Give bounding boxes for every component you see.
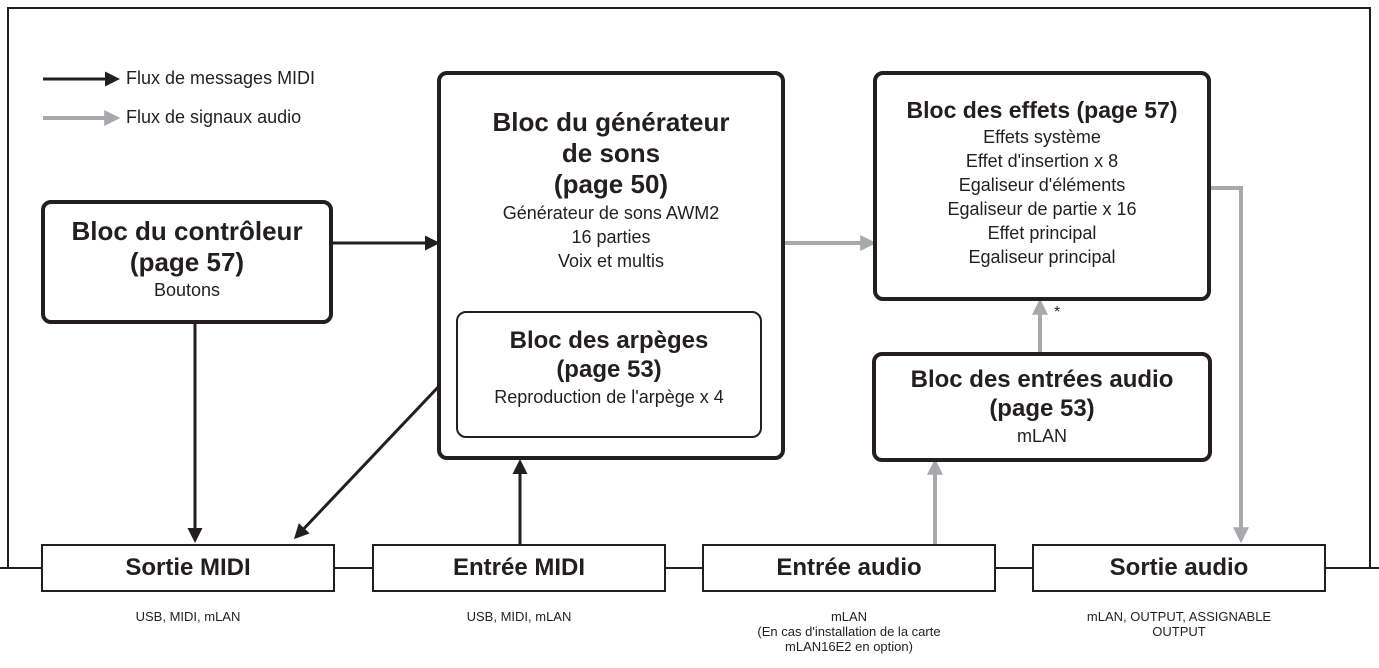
audio-in-caption: mLAN (En cas d'installation de la carte …: [757, 609, 941, 654]
tone-generator-title: Bloc du générateur: [492, 107, 730, 137]
audio-input-block-title: Bloc des entrées audio: [910, 366, 1174, 393]
audio-input-block: Bloc des entrées audio (page 53) mLAN: [872, 352, 1212, 462]
arpeggio-detail: Reproduction de l'arpège x 4: [494, 386, 724, 407]
legend-audio-label: Flux de signaux audio: [126, 107, 302, 127]
effects-detail-1: Effets système: [983, 126, 1101, 147]
audio-out-caption: mLAN, OUTPUT, ASSIGNABLE OUTPUT: [1086, 609, 1272, 639]
arrow-effects-to-audio-out: [1211, 186, 1249, 544]
midi-in-box: Entrée MIDI: [372, 544, 666, 592]
audio-input-block-detail: mLAN: [1016, 425, 1067, 446]
midi-out-box: Sortie MIDI: [41, 544, 335, 592]
arpeggio-title: Bloc des arpèges: [509, 327, 709, 354]
outer-frame: [7, 7, 1371, 568]
effects-detail-2: Effet d'insertion x 8: [965, 150, 1119, 171]
audio-in-box: Entrée audio: [702, 544, 996, 592]
tone-generator-detail-2: 16 parties: [571, 226, 651, 247]
legend-midi-label: Flux de messages MIDI: [126, 68, 316, 88]
effects-block: Bloc des effets (page 57) Effets système…: [873, 71, 1211, 301]
effects-detail-6: Egaliseur principal: [968, 246, 1116, 267]
effects-detail-5: Effet principal: [987, 222, 1097, 243]
controller-title: Bloc du contrôleur: [71, 216, 303, 246]
arpeggio-block: Bloc des arpèges (page 53) Reproduction …: [456, 311, 762, 438]
tone-generator-detail-1: Générateur de sons AWM2: [502, 202, 720, 223]
controller-block: Bloc du contrôleur (page 57) Boutons: [41, 200, 333, 324]
controller-detail: Boutons: [153, 280, 221, 301]
controller-page: (page 57): [129, 247, 245, 278]
effects-title: Bloc des effets (page 57): [906, 97, 1178, 123]
audio-out-box: Sortie audio: [1032, 544, 1326, 592]
tone-generator-title-2: de sons: [561, 138, 661, 169]
midi-in-caption: USB, MIDI, mLAN: [466, 609, 572, 624]
audio-input-block-page: (page 53): [989, 394, 1095, 422]
tone-generator-detail-3: Voix et multis: [557, 250, 665, 271]
effects-detail-3: Egaliseur d'éléments: [958, 174, 1126, 195]
tone-generator-page: (page 50): [553, 169, 669, 200]
midi-out-caption: USB, MIDI, mLAN: [135, 609, 241, 624]
arrow-arpeggio-to-midi-out: [293, 362, 462, 540]
footnote-mark: *: [1054, 304, 1061, 321]
arpeggio-page: (page 53): [556, 355, 662, 383]
effects-detail-4: Egaliseur de partie x 16: [947, 198, 1137, 219]
